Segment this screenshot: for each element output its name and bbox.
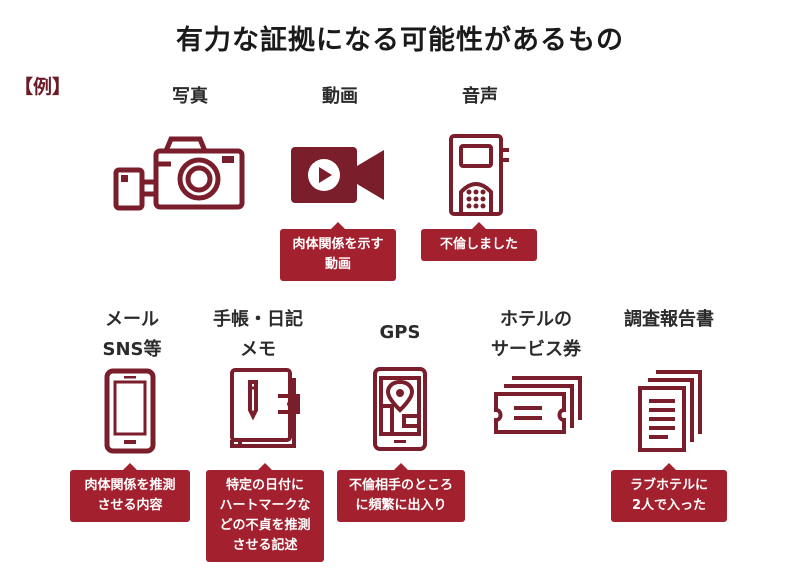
notebook-icon: [228, 366, 302, 452]
smartphone-icon: [104, 368, 156, 454]
tickets-icon: [492, 374, 584, 436]
note-audio: 不倫しました: [421, 222, 537, 261]
note-investigation-report: ラブホテルに 2人で入った: [611, 463, 727, 522]
label-gps: GPS: [379, 322, 421, 343]
label-video: 動画: [322, 86, 358, 107]
note-gps: 不倫相手のところ に頻繁に出入り: [337, 463, 465, 522]
note-video: 肉体関係を示す 動画: [280, 222, 396, 281]
voice-recorder-icon: [445, 132, 515, 217]
note-mail-sns: 肉体関係を推測 させる内容: [70, 463, 190, 522]
video-camera-icon: [288, 144, 388, 206]
label-notebook: 手帳・日記 メモ: [213, 309, 303, 360]
example-label: 【例】: [14, 76, 72, 98]
label-hotel-tickets: ホテルの サービス券: [491, 309, 581, 360]
label-audio: 音声: [462, 86, 498, 107]
camera-icon: [108, 130, 248, 215]
gps-map-icon: [372, 366, 428, 452]
label-investigation-report: 調査報告書: [624, 309, 714, 330]
note-notebook: 特定の日付に ハートマークな どの不貞を推測 させる記述: [206, 463, 324, 562]
page-title: 有力な証拠になる可能性があるもの: [176, 25, 624, 56]
label-mail-sns: メール SNS等: [102, 309, 162, 360]
documents-icon: [638, 368, 708, 454]
label-photo: 写真: [172, 86, 208, 107]
